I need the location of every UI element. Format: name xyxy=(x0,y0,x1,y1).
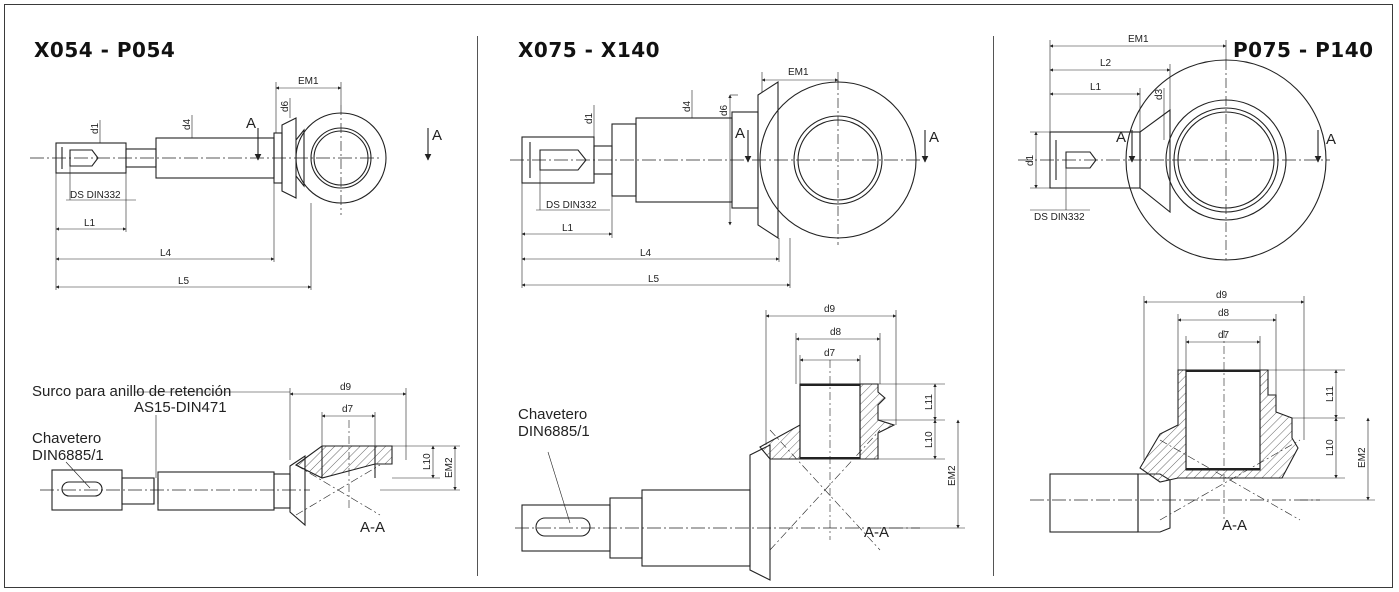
p2-section-aa: A-A xyxy=(864,524,889,541)
p2-l4-label: L4 xyxy=(640,248,652,259)
p3-d1-label: d1 xyxy=(1025,154,1036,166)
p3-section-a-left: A xyxy=(1116,129,1126,146)
p2-ds-label: DS DIN332 xyxy=(546,200,597,211)
p1-em1-label: EM1 xyxy=(298,76,319,87)
p2-em1-label: EM1 xyxy=(788,67,809,78)
p3-section-aa: A-A xyxy=(1222,517,1247,534)
panel-1-title: X054 - P054 xyxy=(34,38,176,62)
p1-section-a-right: A xyxy=(432,127,442,144)
panel-3-title: P075 - P140 xyxy=(1233,38,1374,62)
p1-d9-label: d9 xyxy=(340,382,352,393)
panel-3-labels: EM1 L2 L1 d3 d1 A A DS DIN332 d9 d8 d7 L… xyxy=(1025,34,1368,534)
p1-d6-label: d6 xyxy=(280,100,291,112)
p1-l4-label: L4 xyxy=(160,248,172,259)
panel-1-section-view xyxy=(40,388,460,527)
keyway-callout-2-line1: Chavetero xyxy=(518,406,588,423)
p2-d4-label: d4 xyxy=(682,100,693,112)
groove-callout-line1: Surco para anillo de retención xyxy=(32,383,232,400)
p2-l1-label: L1 xyxy=(562,223,574,234)
p1-d4-label: d4 xyxy=(182,118,193,130)
p3-em2-label: EM2 xyxy=(1357,447,1368,468)
p3-l11-label: L11 xyxy=(1325,386,1336,402)
p3-d8-label: d8 xyxy=(1218,308,1230,319)
p2-em2-label: EM2 xyxy=(947,465,958,486)
keyway-callout-1-line1: Chavetero xyxy=(32,430,102,447)
p2-d1-label: d1 xyxy=(584,112,595,124)
p2-d8-label: d8 xyxy=(830,327,842,338)
p2-l5-label: L5 xyxy=(648,274,660,285)
p3-section-a-right: A xyxy=(1326,131,1336,148)
keyway-callout-2-line2: DIN6885/1 xyxy=(518,423,590,440)
sheet-border xyxy=(4,4,1393,588)
panel-2-section-view xyxy=(515,310,965,581)
panel-1-top-view xyxy=(30,82,432,290)
p1-l5-label: L5 xyxy=(178,276,190,287)
p3-ds-label: DS DIN332 xyxy=(1034,212,1085,223)
p1-l1-label: L1 xyxy=(84,218,96,229)
p3-l10-label: L10 xyxy=(1325,439,1336,456)
p3-d3-label: d3 xyxy=(1154,88,1165,100)
p3-d9-label: d9 xyxy=(1216,290,1228,301)
p1-section-a-left: A xyxy=(246,115,256,132)
groove-callout-line2: AS15-DIN471 xyxy=(134,399,227,416)
p1-em2-label: EM2 xyxy=(444,457,455,478)
p1-d7-label: d7 xyxy=(342,404,354,415)
keyway-callout-1-line2: DIN6885/1 xyxy=(32,447,104,464)
panel-3-section-view xyxy=(1030,296,1375,533)
p3-l1-label: L1 xyxy=(1090,82,1102,93)
panel-separator-1 xyxy=(477,36,478,576)
p3-em1-label: EM1 xyxy=(1128,34,1149,45)
panel-3-top-view xyxy=(1018,40,1330,261)
p2-l10-label: L10 xyxy=(924,431,935,448)
panel-1-labels: EM1 d1 d4 d6 A A DS DIN332 L1 L4 L5 d9 d… xyxy=(70,76,455,536)
p2-d9-label: d9 xyxy=(824,304,836,315)
p1-d1-label: d1 xyxy=(90,122,101,134)
p2-l11-label: L11 xyxy=(924,394,935,410)
panel-separator-2 xyxy=(993,36,994,576)
panel-2-labels: EM1 d1 d4 d6 A A DS DIN332 L1 L4 L5 d9 d… xyxy=(546,67,958,541)
p3-l2-label: L2 xyxy=(1100,58,1112,69)
p1-ds-label: DS DIN332 xyxy=(70,190,121,201)
p2-section-a-right: A xyxy=(929,129,939,146)
p2-d6-label: d6 xyxy=(719,104,730,116)
p2-section-a-left: A xyxy=(735,125,745,142)
p3-d7-label: d7 xyxy=(1218,330,1230,341)
p1-section-aa: A-A xyxy=(360,519,385,536)
panel-2-top-view xyxy=(510,72,929,288)
panel-2-title: X075 - X140 xyxy=(518,38,661,62)
p2-d7-label: d7 xyxy=(824,348,836,359)
p1-l10-label: L10 xyxy=(422,453,433,470)
